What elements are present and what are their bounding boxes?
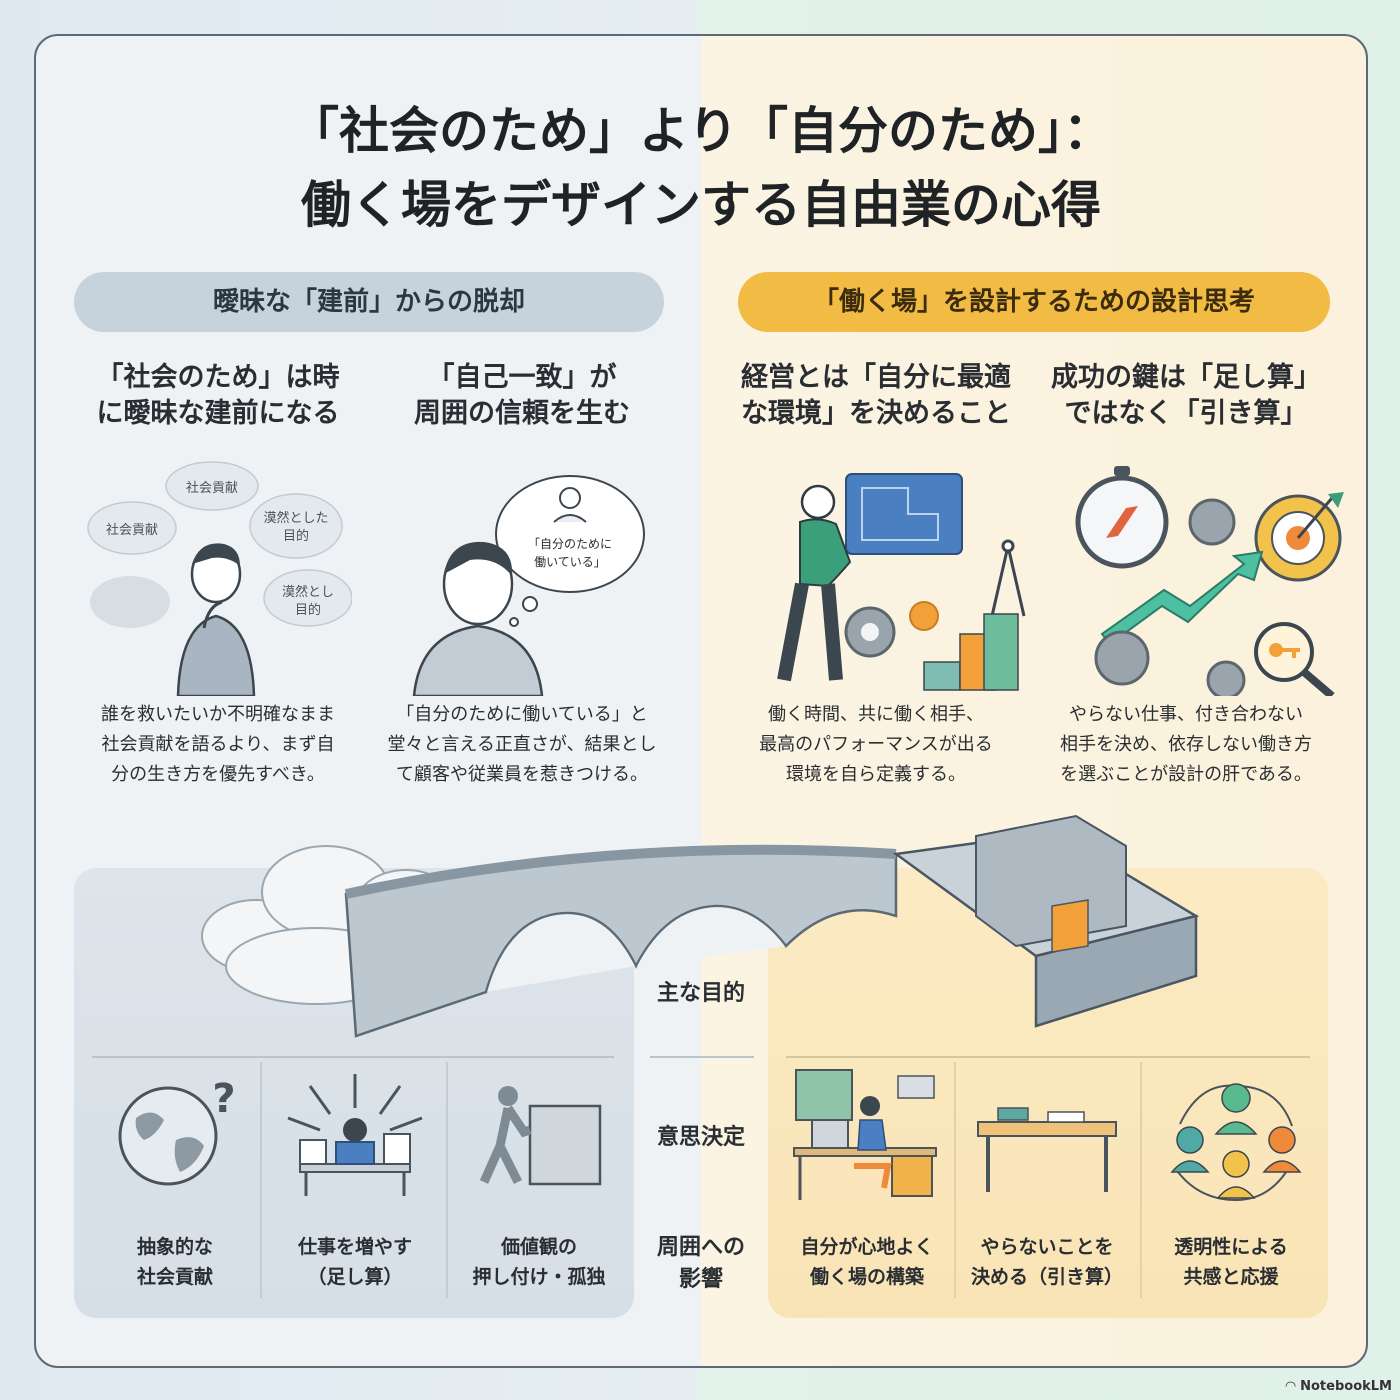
magnifier-key-icon: [1254, 622, 1335, 696]
stone-bridge-icon: [344, 844, 898, 1038]
point-1-description: 誰を救いたいか不明確なまま社会貢献を語るより、まず自分の生き方を優先すべき。: [101, 704, 335, 785]
cloud-label-3a: 漠然とした: [263, 510, 328, 526]
left-column-divider: [446, 1062, 448, 1298]
cloud-label-4a: 漠然とし: [282, 584, 334, 600]
globe-question-icon: ?: [118, 1076, 236, 1186]
compass-tool-icon: [990, 539, 1026, 617]
success-strategy-illustration: [1075, 466, 1344, 696]
point-4-description: やらない仕事、付き合わない相手を決め、依存しない働き方を選ぶことが設計の肝である…: [1060, 704, 1312, 785]
person-icon: [1216, 1150, 1256, 1199]
thought-bubble-line-2: 働いている」: [534, 555, 606, 569]
left-cell-decision: 仕事を増やす（足し算）: [297, 1236, 412, 1288]
left-column-divider: [260, 1062, 262, 1298]
left-panel-divider: [92, 1056, 614, 1058]
row-divider: [650, 1056, 754, 1058]
page-title: 「社会のため」より「自分のため」： 働く場をデザインする自由業の心得: [36, 94, 1366, 242]
mini-person-icon: [559, 487, 581, 509]
right-column-divider: [954, 1062, 956, 1298]
svg-text:?: ?: [212, 1076, 235, 1122]
row-label-decision: 意思決定: [656, 1125, 745, 1150]
person-icon: [1262, 1126, 1302, 1173]
blueprint-icon: [845, 473, 963, 555]
thinking-person-icon: [176, 543, 256, 696]
cloud-label-2: 社会貢献: [106, 522, 158, 538]
left-cell-influence: 価値観の押し付け・孤独: [472, 1236, 606, 1288]
right-cell-purpose: 自分が心地よく働く場の構築: [800, 1236, 934, 1288]
cloud-label-4b: 目的: [295, 602, 321, 618]
compass-icon: [1075, 466, 1169, 569]
left-cell-purpose: 抽象的な社会貢献: [136, 1236, 213, 1288]
confused-person-with-clouds-illustration: 社会貢献 社会貢献 漠然とした 目的 漠然とし 目的: [87, 461, 352, 696]
target-icon: [1254, 492, 1344, 582]
designer-with-blueprint-illustration: [777, 473, 1026, 691]
honest-person-illustration: 「自分のために 働いている」: [412, 475, 645, 696]
person-icon: [412, 541, 544, 696]
right-cell-influence: 透明性による共感と応援: [1174, 1236, 1288, 1288]
point-3-description: 働く時間、共に働く相手、最高のパフォーマンスが出る環境を自ら定義する。: [759, 704, 993, 785]
person-icon: [777, 484, 852, 682]
overworked-person-icon: [287, 1074, 423, 1196]
gear-icon: [1188, 498, 1236, 546]
infographic-card: 「社会のため」より「自分のため」： 働く場をデザインする自由業の心得 曖昧な「建…: [34, 34, 1368, 1368]
point-3-heading: 経営とは「自分に最適な環境」を決めること: [741, 362, 1011, 429]
building-blocks-icon: [923, 613, 1019, 691]
thought-bubble-line-1: 「自分のために: [528, 537, 612, 551]
cloud-label-1: 社会貢献: [186, 480, 238, 496]
cloud-icon: [87, 501, 177, 555]
gear-icon: [1206, 660, 1246, 696]
cloud-icon: [249, 493, 343, 559]
cloud-icon: [165, 461, 259, 511]
comfortable-workspace-icon: [793, 1069, 937, 1200]
point-4-heading: 成功の鍵は「足し算」ではなく「引き算」: [1051, 362, 1321, 429]
gears-icon: [844, 601, 939, 658]
right-panel-divider: [786, 1056, 1310, 1058]
brand-logo: ◠ NotebookLM: [1285, 1379, 1392, 1394]
gear-icon: [1094, 630, 1150, 686]
cloud-label-3b: 目的: [283, 528, 309, 544]
point-1-heading: 「社会のため」は時に曖昧な建前になる: [96, 362, 340, 429]
blurry-cloud-icon: [90, 576, 170, 628]
cloud-icon: [263, 569, 352, 627]
row-label-influence: 周囲への影響: [656, 1235, 745, 1292]
right-section-header: 「働く場」を設計するための設計思考: [738, 272, 1330, 332]
thought-bubble: [495, 475, 645, 627]
bridge-illustration: [201, 814, 1200, 1038]
pushing-box-icon: [479, 1086, 602, 1186]
supportive-people-icon: [1170, 1083, 1302, 1202]
row-label-purpose: 主な目的: [656, 981, 745, 1006]
person-icon: [1214, 1083, 1258, 1135]
point-2-heading: 「自己一致」が周囲の信頼を生む: [414, 362, 630, 429]
point-2-description: 「自分のために働いている」と堂々と言える正直さが、結果として顧客や従業員を惹きつ…: [387, 704, 657, 785]
right-column-divider: [1140, 1062, 1142, 1298]
clean-desk-icon: [977, 1107, 1117, 1192]
title-line-1: 「社会のため」より「自分のため」：: [289, 102, 1113, 160]
left-section-header: 曖昧な「建前」からの脱却: [74, 272, 664, 332]
person-icon: [1170, 1126, 1210, 1173]
office-building-icon: [892, 814, 1200, 1028]
title-line-2: 働く場をデザインする自由業の心得: [301, 176, 1101, 234]
right-cell-decision: やらないことを決める（引き算）: [970, 1236, 1123, 1288]
